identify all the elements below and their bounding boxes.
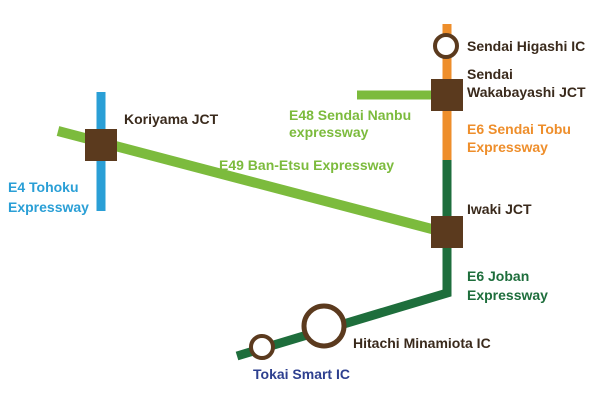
e49-ban-etsu-label: E49 Ban-Etsu Expressway — [219, 157, 394, 173]
e4-tohoku-label-line1: E4 Tohoku — [8, 179, 79, 195]
sendai-higashi-ic-label: Sendai Higashi IC — [467, 38, 585, 54]
e6-sendai-tobu-label-line1: E6 Sendai Tobu — [467, 121, 571, 137]
e48-sendai-nanbu-label-line1: E48 Sendai Nanbu — [289, 107, 411, 123]
e48-sendai-nanbu-label-line2: expressway — [289, 124, 369, 140]
hitachi-minamiota-ic-label: Hitachi Minamiota IC — [353, 335, 491, 351]
iwaki-jct-node — [431, 216, 463, 248]
sendai-wakabayashi-jct-node — [431, 79, 463, 111]
e6-sendai-tobu-label-line2: Expressway — [467, 139, 548, 155]
sendai-wakabayashi-jct-label-line1: Sendai — [467, 66, 513, 82]
sendai-wakabayashi-jct-label-line2: Wakabayashi JCT — [467, 84, 586, 100]
hitachi-minamiota-ic-node — [301, 303, 347, 349]
tokai-smart-ic-label: Tokai Smart IC — [253, 366, 350, 382]
e49-ban-etsu-line — [56, 126, 449, 238]
sendai-higashi-ic-node — [433, 33, 459, 59]
koriyama-jct-label: Koriyama JCT — [124, 111, 219, 127]
tokai-smart-ic-node — [249, 334, 275, 360]
e4-tohoku-label-line2: Expressway — [8, 199, 89, 215]
iwaki-jct-label: Iwaki JCT — [467, 201, 532, 217]
e6-joban-label-line1: E6 Joban — [467, 268, 529, 284]
e6-joban-label-line2: Expressway — [467, 287, 548, 303]
koriyama-jct-node — [85, 129, 117, 161]
